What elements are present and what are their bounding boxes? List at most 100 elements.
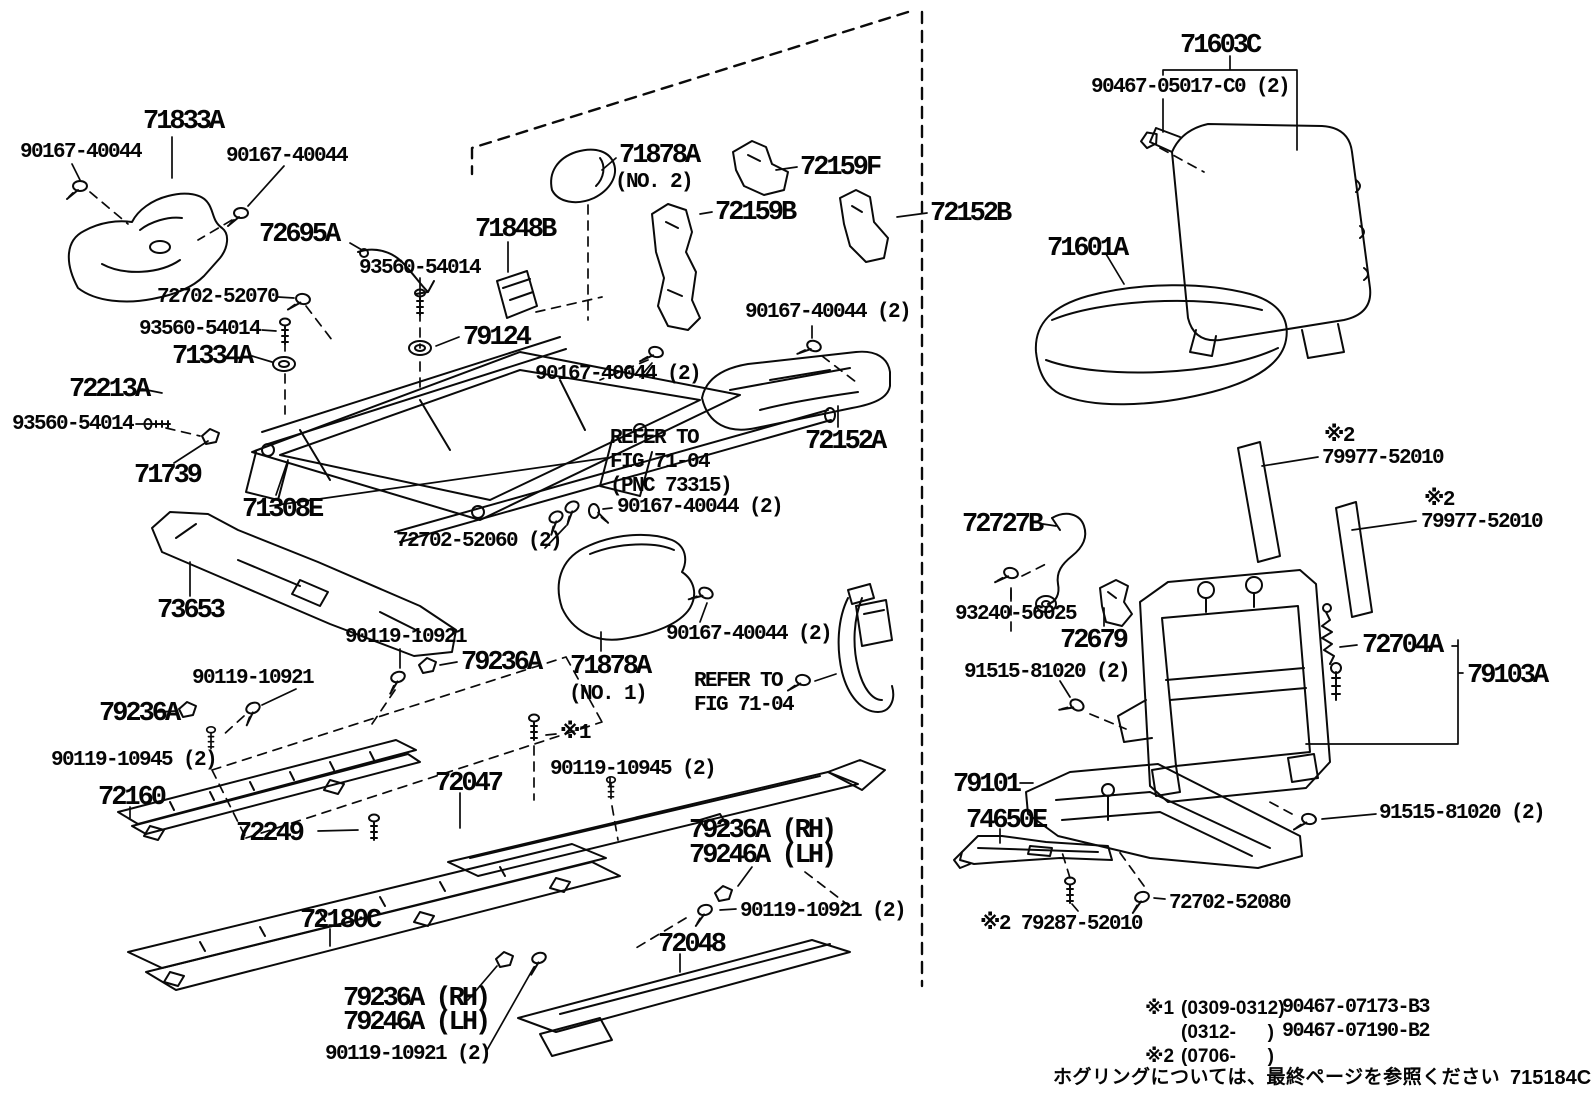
callout-79236a-a: 79236A <box>461 648 543 678</box>
callout-72180c: 72180C <box>300 906 382 936</box>
callout-90119-10921-a: 90119-10921 <box>345 626 468 649</box>
callout-72249: 72249 <box>236 819 305 849</box>
cable-72695a <box>357 248 435 295</box>
refer-note-1-line1: REFER TO <box>610 427 700 450</box>
footnote-3-mark: ※2 <box>1145 1046 1175 1067</box>
callout-91515-81020-2-a: 91515-81020 (2) <box>964 661 1131 684</box>
seat-board-73653 <box>151 511 457 657</box>
refer-note-2-line1: REFER TO <box>694 670 784 693</box>
callout-ref-mark-2-b: ※2 <box>1424 489 1455 512</box>
callout-72702-52080: 72702-52080 <box>1169 892 1292 915</box>
callout-72695a: 72695A <box>259 220 341 250</box>
callout-91515-81020-2-b: 91515-81020 (2) <box>1379 802 1546 825</box>
footnote-1-range: (0309-0312) <box>1181 998 1285 1019</box>
bracket-72159f <box>732 140 789 196</box>
callout-90167-40044-2-d: 90167-40044 (2) <box>666 623 833 646</box>
callout-71848b: 71848B <box>475 215 557 245</box>
callout-73653: 73653 <box>157 596 226 626</box>
callout-71878a-no1: 71878A <box>570 652 652 682</box>
callout-90167-40044-2-c: 90167-40044 (2) <box>617 496 784 519</box>
callout-72702-52070: 72702-52070 <box>157 286 280 309</box>
callout-72152b: 72152B <box>930 199 1012 229</box>
headrest-cover-71878a-no2 <box>550 148 616 204</box>
callout-90167-40044-a: 90167-40044 <box>20 141 143 164</box>
seat-cushion-71601a <box>1034 284 1288 406</box>
callout-79124: 79124 <box>463 323 532 353</box>
footnote-1-mark: ※1 <box>1145 998 1175 1019</box>
callout-90119-10921-b: 90119-10921 <box>192 667 315 690</box>
footnote-2-part: 90467-07190-B2 <box>1282 1020 1431 1043</box>
callout-93560-54014-a: 93560-54014 <box>359 257 482 280</box>
callout-71878a-no1-sub: (NO. 1) <box>569 683 648 706</box>
callout-90119-10945-2-a: 90119-10945 (2) <box>51 749 218 772</box>
callout-ref-mark-1: ※1 <box>560 722 591 745</box>
callout-72048: 72048 <box>658 930 727 960</box>
callout-79977-52010-b: 79977-52010 <box>1421 511 1544 534</box>
callout-93240-56025: 93240-56025 <box>955 603 1078 626</box>
callout-93560-54014-c: 93560-54014 <box>12 413 135 436</box>
callout-79977-52010-a: 79977-52010 <box>1322 447 1445 470</box>
rail-72047 <box>447 759 886 877</box>
bracket-72159b <box>651 203 701 331</box>
callout-72702-52060-2: 72702-52060 (2) <box>396 530 563 553</box>
section-boundary <box>470 10 924 988</box>
callout-71878a-no2: 71878A <box>619 141 701 171</box>
callout-90119-10921-2-b: 90119-10921 (2) <box>325 1043 492 1066</box>
seat-frame-71308e <box>245 336 836 543</box>
footnote-3-range: (0706- ) <box>1181 1046 1274 1067</box>
seat-base-panel-79101 <box>1025 763 1303 869</box>
callout-79103a: 79103A <box>1467 661 1549 691</box>
rail-72180c <box>127 843 621 991</box>
callout-90167-40044-b: 90167-40044 <box>226 145 349 168</box>
rail-72048 <box>517 939 851 1057</box>
seat-side-shield-71833a <box>67 192 228 303</box>
box-71848b <box>496 270 538 319</box>
callout-93560-54014-b: 93560-54014 <box>139 318 262 341</box>
refer-note-1-line3: (PNC 73315) <box>610 475 733 498</box>
callout-72159b: 72159B <box>715 198 797 228</box>
callout-71334a: 71334A <box>172 342 254 372</box>
callout-79246a-lh-b: 79246A (LH) <box>343 1008 491 1038</box>
callout-90167-40044-2-a: 90167-40044 (2) <box>745 301 912 324</box>
callout-72679: 72679 <box>1060 626 1129 656</box>
callout-79236a-rh-b: 79236A (RH) <box>343 984 491 1014</box>
callout-79246a-lh-a: 79246A (LH) <box>689 841 837 871</box>
callout-71739: 71739 <box>134 461 203 491</box>
callout-72047: 72047 <box>435 769 504 799</box>
footnote-1-part: 90467-07173-B3 <box>1282 996 1431 1019</box>
callout-71878a-no2-sub: (NO. 2) <box>615 171 694 194</box>
shield-71878a-no1 <box>557 533 696 641</box>
callout-72213a: 72213A <box>69 375 151 405</box>
callout-79236a-rh-a: 79236A (RH) <box>689 816 837 846</box>
callout-72727b: 72727B <box>962 510 1044 540</box>
callout-90119-10945-2-b: 90119-10945 (2) <box>550 758 717 781</box>
strip-79977-52010-b <box>1335 501 1373 618</box>
callout-71601a: 71601A <box>1047 234 1129 264</box>
callout-79236a-b: 79236A <box>99 699 181 729</box>
belt-guide-73380d <box>837 583 895 713</box>
callout-79101: 79101 <box>953 770 1022 800</box>
callout-71833a: 71833A <box>143 107 225 137</box>
assembly-dashed-lines <box>89 147 1293 949</box>
callout-90467-05017-c0: 90467-05017-C0 (2) <box>1091 76 1291 99</box>
callout-71308e: 71308E <box>242 495 324 525</box>
footnote-2-range: (0312- ) <box>1181 1022 1274 1043</box>
callout-79287-52010: ※2 79287-52010 <box>980 913 1143 936</box>
arm-72727b <box>1035 512 1087 613</box>
callout-71603c: 71603C <box>1180 31 1262 61</box>
rail-72160 <box>117 739 421 841</box>
callout-90119-10921-2-a: 90119-10921 (2) <box>740 900 907 923</box>
callout-74650e: 74650E <box>966 806 1048 836</box>
hog-ring-note: ホグリングについては、最終ページを参照ください <box>1053 1066 1501 1088</box>
callout-90167-40044-2-b: 90167-40044 (2) <box>535 363 702 386</box>
callout-72159f: 72159F <box>800 153 882 183</box>
callout-72704a: 72704A <box>1362 631 1444 661</box>
seat-back-frame-79103a <box>1117 569 1331 803</box>
refer-note-1-line2: FIG 71-04 <box>610 451 711 474</box>
strap-74650e <box>953 835 1113 869</box>
refer-note-2-line2: FIG 71-04 <box>694 694 795 717</box>
callout-72160: 72160 <box>98 783 167 813</box>
callout-72152a: 72152A <box>805 427 887 457</box>
